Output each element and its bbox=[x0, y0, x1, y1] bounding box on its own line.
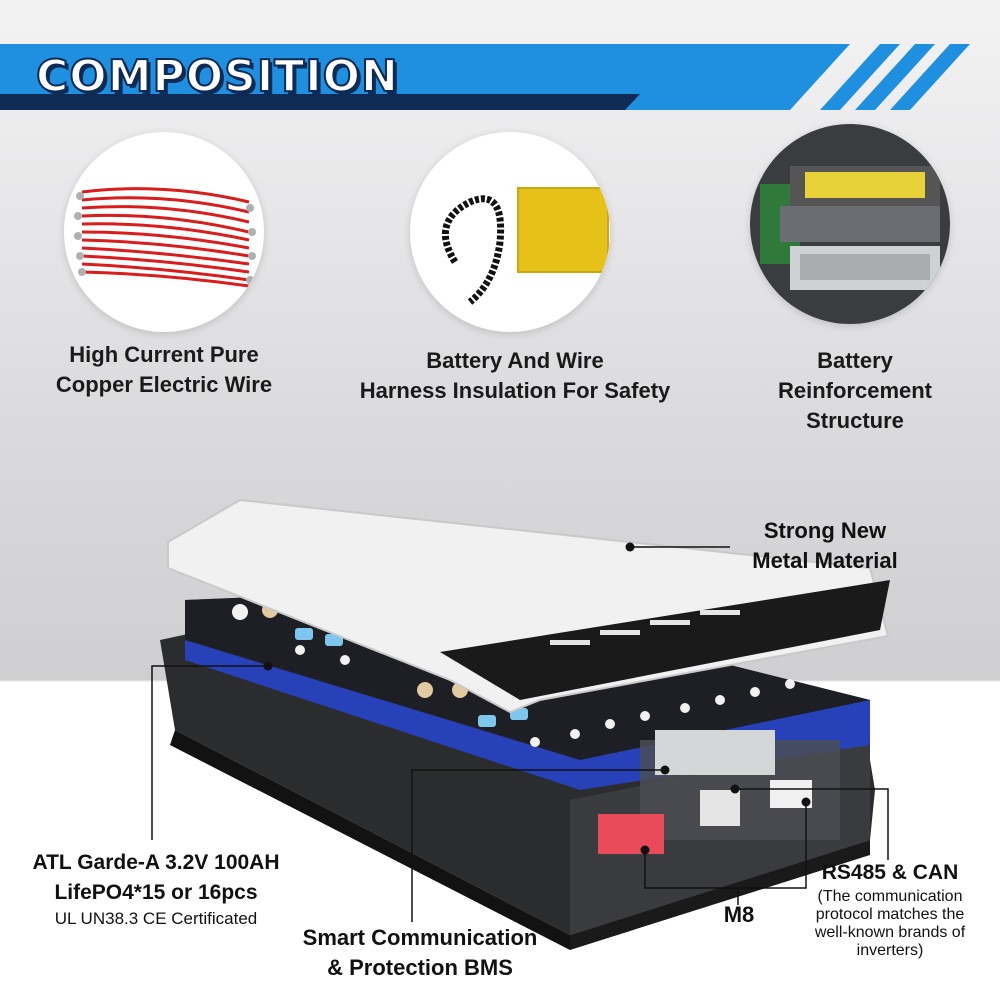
cells-callout: ATL Garde-A 3.2V 100AH LifePO4*15 or 16p… bbox=[6, 848, 306, 930]
caption-line: Battery And Wire bbox=[426, 348, 604, 373]
callout-line: Smart Communication bbox=[302, 925, 538, 950]
reinforcement-icon bbox=[750, 124, 950, 324]
callout-line: Metal Material bbox=[752, 548, 898, 573]
metal-callout: Strong New Metal Material bbox=[730, 516, 920, 576]
copper-wire-icon bbox=[64, 132, 264, 332]
m8-callout: M8 bbox=[723, 902, 755, 927]
feature-caption-wire: High Current Pure Copper Electric Wire bbox=[24, 340, 304, 400]
caption-line: Battery bbox=[817, 348, 893, 373]
bms-callout: Smart Communication & Protection BMS bbox=[280, 923, 560, 983]
insulation-icon bbox=[410, 132, 610, 332]
callout-line: well-known brands of bbox=[814, 924, 966, 941]
callout-line: Strong New bbox=[763, 518, 887, 543]
banner-title: COMPOSITION bbox=[35, 50, 399, 103]
feature-caption-insulation: Battery And Wire Harness Insulation For … bbox=[330, 346, 700, 406]
caption-line: Structure bbox=[806, 408, 904, 433]
callout-line: protocol matches the bbox=[815, 906, 965, 923]
callout-sub: UL UN38.3 CE Certificated bbox=[54, 909, 258, 928]
callout-title: RS485 & CAN bbox=[821, 861, 959, 884]
callout-line: (The communication bbox=[817, 888, 963, 905]
callout-line: LifePO4*15 or 16pcs bbox=[54, 881, 258, 904]
title-banner bbox=[0, 44, 970, 110]
callout-line: ATL Garde-A 3.2V 100AH bbox=[32, 851, 280, 874]
caption-line: High Current Pure bbox=[69, 342, 259, 367]
callout-line: inverters) bbox=[856, 942, 924, 959]
caption-line: Reinforcement bbox=[777, 378, 933, 403]
comm-callout: RS485 & CAN (The communication protocol … bbox=[790, 858, 990, 960]
caption-line: Copper Electric Wire bbox=[55, 372, 273, 397]
caption-line: Harness Insulation For Safety bbox=[359, 378, 671, 403]
callout-line: & Protection BMS bbox=[327, 955, 513, 980]
feature-caption-reinforcement: Battery Reinforcement Structure bbox=[740, 346, 970, 436]
